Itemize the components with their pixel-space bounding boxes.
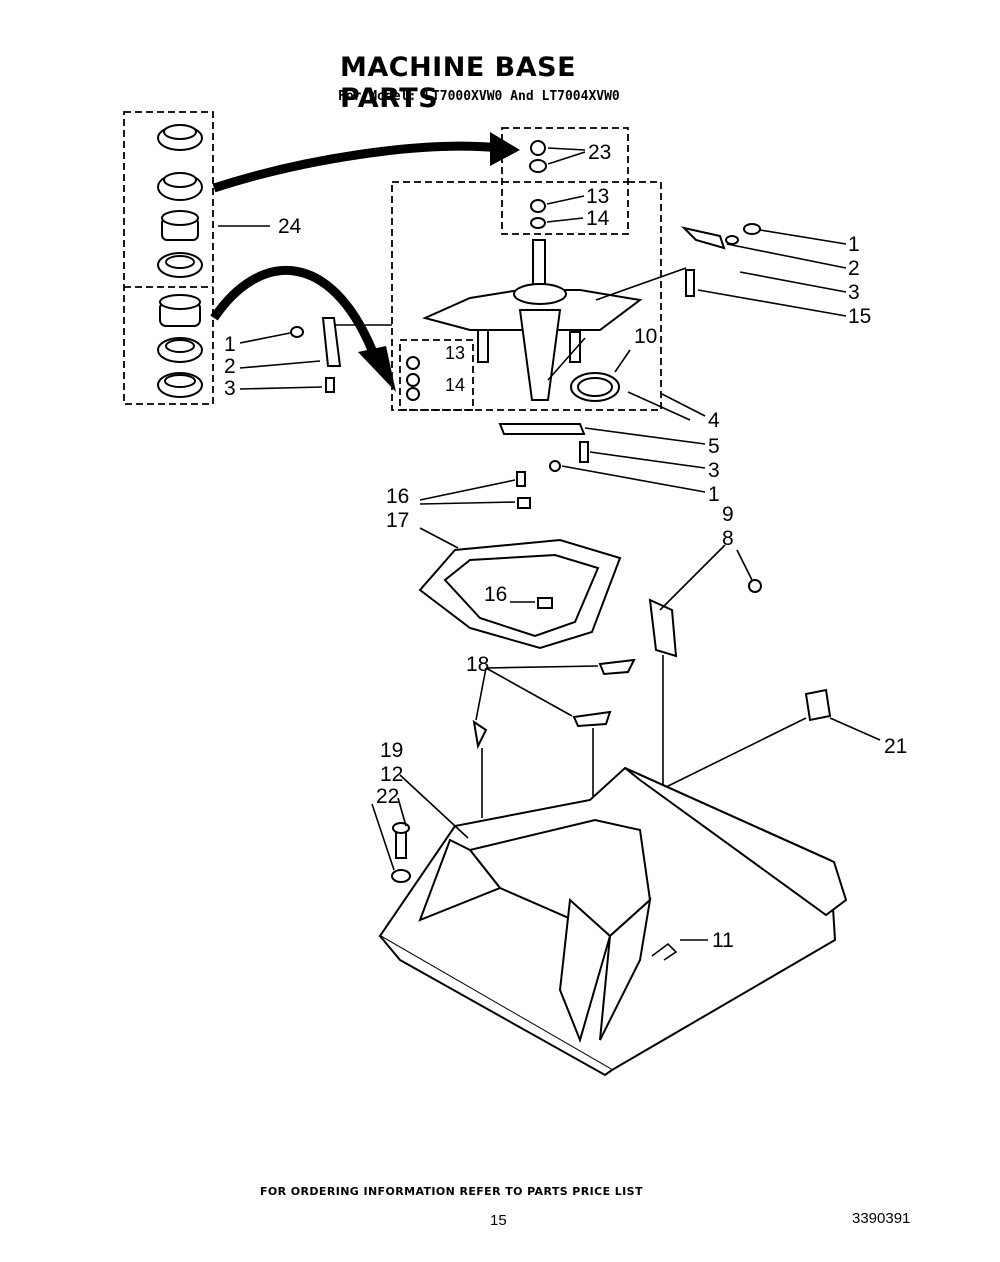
middle-linkage	[498, 391, 706, 493]
arrow-lower	[210, 266, 377, 352]
callout-22: 22	[376, 785, 400, 808]
ordering-note: FOR ORDERING INFORMATION REFER TO PARTS …	[260, 1185, 643, 1198]
suspension-tray	[418, 471, 622, 650]
page-number: 15	[490, 1212, 507, 1229]
callout-1-middle: 1	[708, 483, 720, 506]
callout-21: 21	[884, 735, 908, 758]
callout-3-left: 3	[224, 377, 236, 400]
callout-18: 18	[466, 653, 490, 676]
callout-23: 23	[588, 141, 612, 164]
transmission-assembly-box	[391, 181, 662, 411]
page-title: MACHINE BASE PARTS	[340, 52, 577, 114]
callout-16-top: 16	[386, 485, 410, 508]
callout-14-left: 14	[445, 375, 466, 395]
model-subtitle: For Model: LT7000XVW0 And LT7004XVW0	[338, 89, 620, 104]
callout-2-right: 2	[848, 257, 860, 280]
left-hub-small-parts	[406, 356, 420, 401]
left-hub-parts-box	[399, 339, 474, 411]
bracket-21	[659, 688, 881, 791]
bearing-kit-box	[123, 111, 214, 405]
switch-bracket	[648, 544, 762, 820]
clips	[472, 658, 636, 818]
callout-4: 4	[708, 409, 720, 432]
arrow-upper	[212, 141, 501, 193]
bearing-kit-parts	[157, 124, 203, 398]
callout-9: 9	[722, 503, 734, 526]
callout-15: 15	[848, 305, 872, 328]
callout-8: 8	[722, 527, 734, 550]
machine-base-frame	[378, 766, 848, 1077]
hub-small-parts	[529, 140, 586, 229]
callout-19: 19	[380, 739, 404, 762]
callout-16-tray: 16	[484, 583, 508, 606]
transmission-hub	[422, 239, 643, 401]
upper-right-bracket	[595, 223, 847, 317]
callout-13-left: 13	[445, 343, 466, 363]
callout-10: 10	[634, 325, 658, 348]
hub-parts-box	[501, 127, 629, 235]
callout-1-left: 1	[224, 333, 236, 356]
left-bracket	[239, 317, 392, 393]
callout-1-right: 1	[848, 233, 860, 256]
callout-5: 5	[708, 435, 720, 458]
callout-24: 24	[278, 215, 302, 238]
callout-13-top: 13	[586, 185, 610, 208]
callout-12: 12	[380, 763, 404, 786]
document-number: 3390391	[852, 1210, 911, 1227]
bolt-and-washer	[371, 774, 469, 883]
callout-2-left: 2	[224, 355, 236, 378]
callout-14-top: 14	[586, 207, 610, 230]
callout-3-right: 3	[848, 281, 860, 304]
callout-11: 11	[712, 929, 734, 952]
clip-11	[651, 939, 708, 961]
callout-3-middle: 3	[708, 459, 720, 482]
callout-17: 17	[386, 509, 410, 532]
